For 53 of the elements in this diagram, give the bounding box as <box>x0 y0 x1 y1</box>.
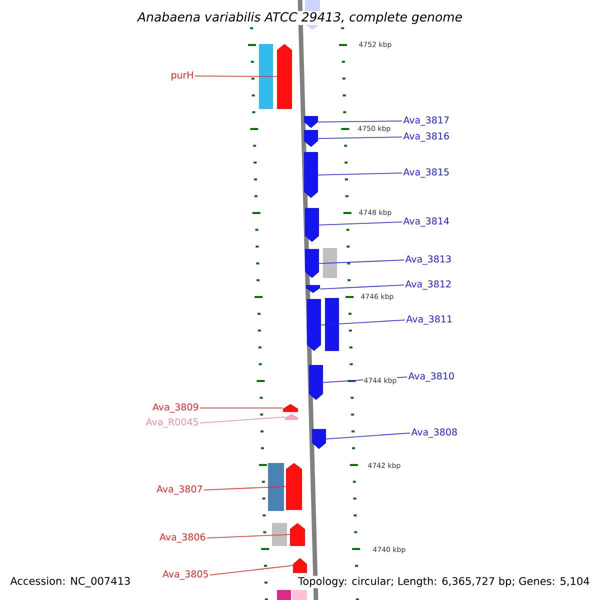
gene-block <box>286 463 302 510</box>
gene-label: Ava_3807 <box>156 485 202 495</box>
gene-box <box>259 44 273 109</box>
gene-label: Ava_3814 <box>403 217 449 227</box>
leader-line <box>204 486 286 490</box>
genome-info-text: Topology: circular; Length: 6,365,727 bp; Genes: 5,104 <box>297 576 591 588</box>
gene-label: Ava_R0045 <box>146 418 198 428</box>
gene-label: Ava_3811 <box>406 315 452 325</box>
gene-box <box>323 248 337 278</box>
leader-line <box>318 172 402 176</box>
gene-box <box>272 523 287 546</box>
gene-label: Ava_3815 <box>403 168 449 178</box>
leader-line <box>200 416 286 424</box>
leader-line <box>320 284 404 290</box>
gene-block <box>312 429 326 449</box>
gene-box <box>325 298 339 351</box>
gene-block <box>277 44 292 109</box>
leader-line <box>318 136 402 139</box>
gene-block <box>305 249 319 278</box>
gene-label: Ava_3812 <box>405 280 451 290</box>
gene-block <box>283 404 298 412</box>
gene-box <box>292 590 307 600</box>
gene-label: purH <box>172 72 193 80</box>
leader-line <box>210 565 294 576</box>
gene-block <box>307 299 321 351</box>
gene-label: Ava_3806 <box>160 533 206 543</box>
gene-block <box>293 558 307 573</box>
title: Anabaena variabilis ATCC 29413, complete genome <box>136 10 464 26</box>
gene-block <box>304 116 318 128</box>
leader-line <box>318 222 402 226</box>
gene-box <box>268 463 284 511</box>
leader-line <box>194 76 278 77</box>
leader-line <box>320 320 406 326</box>
gene-label: Ava_3813 <box>405 255 451 265</box>
leader-line <box>206 534 290 538</box>
gene-label: Ava_3810 <box>408 372 454 382</box>
gene-label: Ava_3816 <box>403 132 449 142</box>
gene-block <box>304 130 318 147</box>
gene-block <box>309 365 323 400</box>
gene-block <box>304 152 318 198</box>
gene-block <box>285 414 298 420</box>
accession-text: Accession: NC_007413 <box>9 576 132 588</box>
gene-block <box>290 523 305 546</box>
gene-label: Ava_3805 <box>162 570 208 580</box>
leader-line <box>318 120 402 122</box>
gene-label: Ava_3817 <box>403 116 449 126</box>
gene-label: Ava_3808 <box>411 428 457 438</box>
leader-line <box>318 260 404 264</box>
leader-line <box>326 432 410 440</box>
gene-block <box>306 285 320 293</box>
gene-block <box>305 208 319 242</box>
gene-box <box>277 590 291 600</box>
gene-label: Ava_3809 <box>152 403 198 413</box>
